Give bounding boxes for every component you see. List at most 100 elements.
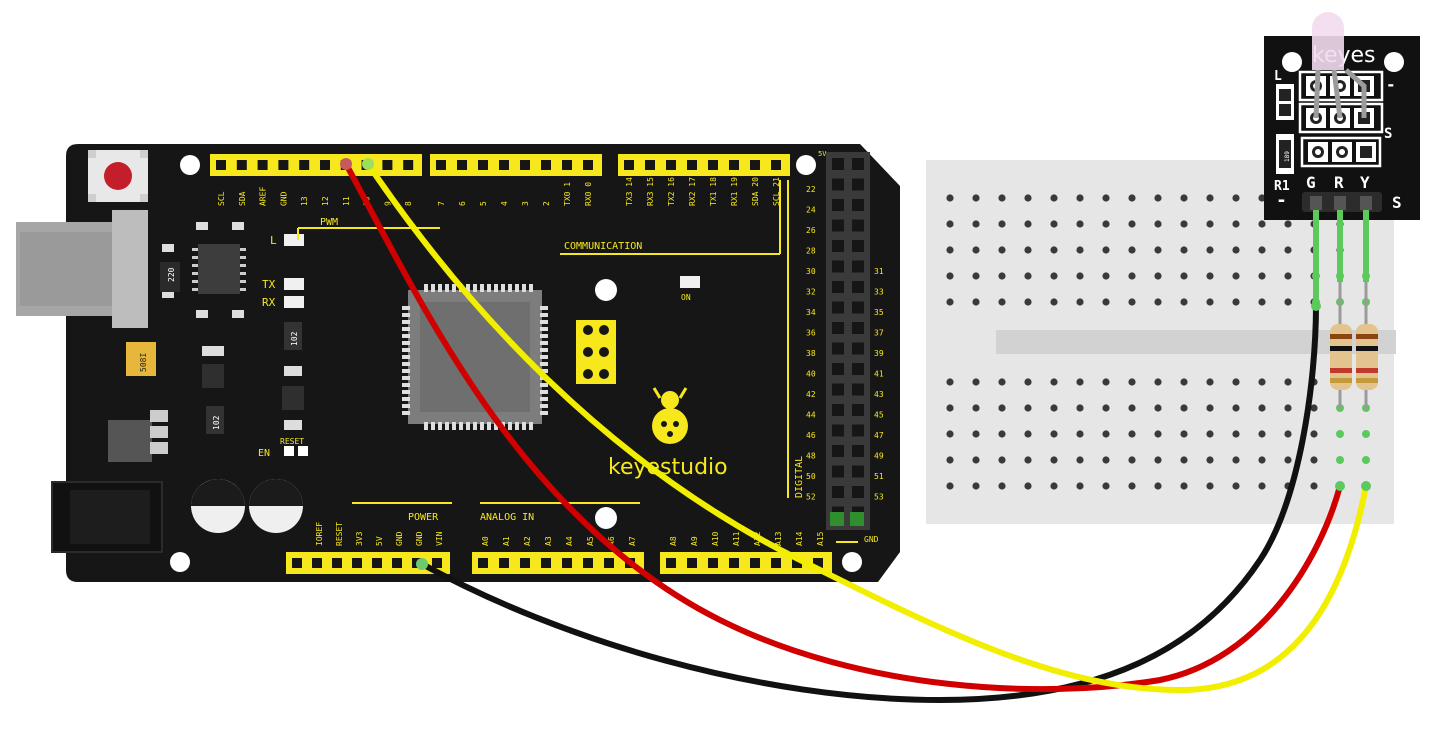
- breadboard-hole: [1024, 246, 1032, 254]
- mounting-hole: [595, 507, 617, 529]
- module-pin-r-label: R: [1334, 173, 1344, 192]
- pin-label: 3V3: [355, 531, 364, 546]
- breadboard-hole: [1258, 482, 1266, 490]
- breadboard-hole: [1180, 246, 1188, 254]
- mcu-pin: [540, 334, 548, 338]
- header-pin-socket: [852, 178, 864, 191]
- pin-label: A10: [711, 531, 720, 546]
- mcu-pin: [438, 422, 442, 430]
- breadboard-hole: [972, 220, 980, 228]
- header-pin-socket: [852, 219, 864, 232]
- mcu-pin: [494, 284, 498, 292]
- header-pin-socket: [392, 558, 402, 568]
- brand-logo: [652, 387, 688, 444]
- led-l: [284, 234, 304, 246]
- mcu-pin: [522, 284, 526, 292]
- chip-pin: [192, 248, 198, 251]
- mcu-pin: [445, 422, 449, 430]
- header-pin-socket: [436, 160, 446, 170]
- voltage-regulator: [108, 420, 152, 462]
- header-pin-socket: [478, 160, 488, 170]
- breadboard-hole-active: [1336, 456, 1344, 464]
- breadboard-hole: [1180, 298, 1188, 306]
- breadboard-hole: [1076, 298, 1084, 306]
- breadboard-resistors: [1330, 282, 1378, 410]
- mcu-pin: [424, 422, 428, 430]
- header-pin-socket: [813, 558, 823, 568]
- digital-pin-label: 36: [806, 329, 816, 338]
- chip-pin: [192, 264, 198, 267]
- breadboard-hole: [972, 298, 980, 306]
- header-pin-socket: [832, 199, 844, 211]
- pin-label: 13: [300, 196, 309, 206]
- digital-pin-label: 26: [806, 226, 816, 235]
- chip-pin: [240, 272, 246, 275]
- led-tx: [284, 278, 304, 290]
- mounting-hole: [170, 552, 190, 572]
- pin-label: RX3 15: [646, 177, 655, 206]
- header-top-communication: [618, 154, 790, 176]
- header-pin-socket: [352, 558, 362, 568]
- header-pin-socket: [499, 558, 509, 568]
- pin-label: 3: [521, 201, 530, 206]
- mcu-pin: [540, 355, 548, 359]
- pin-label: SDA 20: [751, 177, 760, 206]
- breadboard-hole: [1310, 456, 1318, 464]
- header-pin-socket: [729, 558, 739, 568]
- digital-pin-label: 22: [806, 185, 816, 194]
- breadboard-hole: [1128, 456, 1136, 464]
- breadboard-hole: [998, 456, 1006, 464]
- mcu-pin: [540, 306, 548, 310]
- mcu-pin: [402, 390, 410, 394]
- breadboard-hole: [1258, 404, 1266, 412]
- pin-label: SDA: [238, 191, 247, 206]
- module-minus-top-label: -: [1386, 75, 1396, 94]
- header-pin-socket: [832, 445, 844, 457]
- breadboard-hole: [1076, 194, 1084, 202]
- header-pin-socket: [852, 240, 864, 252]
- header-pin-socket: [666, 558, 676, 568]
- pin-label: 5V: [375, 536, 384, 546]
- mounting-hole: [842, 552, 862, 572]
- digital-pin-label: 37: [874, 329, 884, 338]
- mcu-pin: [540, 341, 548, 345]
- breadboard-hole: [1232, 482, 1240, 490]
- header-pin-socket: [852, 424, 864, 437]
- mcu-pin: [540, 320, 548, 324]
- header-pin-socket: [832, 178, 844, 191]
- breadboard-hole: [946, 404, 954, 412]
- breadboard-hole: [972, 430, 980, 438]
- mcu-pin: [402, 348, 410, 352]
- header-pin-socket: [562, 160, 572, 170]
- header-pin-socket: [257, 160, 268, 170]
- mcu-pin: [431, 422, 435, 430]
- pin-label: A7: [628, 536, 637, 546]
- led-on: [680, 276, 700, 288]
- breadboard-hole: [1024, 430, 1032, 438]
- header-pin-socket: [852, 199, 864, 211]
- breadboard-hole: [946, 482, 954, 490]
- breadboard-hole: [1076, 220, 1084, 228]
- breadboard-hole: [1232, 404, 1240, 412]
- digital-pin-label: 24: [806, 206, 816, 215]
- header-pin-socket: [852, 486, 864, 498]
- mcu-pin: [494, 422, 498, 430]
- header-pin-socket: [832, 424, 844, 437]
- breadboard-hole: [1024, 456, 1032, 464]
- breadboard-hole: [1076, 272, 1084, 280]
- header-pin-socket: [750, 558, 760, 568]
- breadboard-hole: [946, 430, 954, 438]
- header-pin-socket: [382, 160, 393, 170]
- pin-label: 4: [500, 201, 509, 206]
- breadboard-hole: [1232, 430, 1240, 438]
- header-pin-socket: [771, 558, 781, 568]
- breadboard-hole: [1154, 220, 1162, 228]
- breadboard-hole: [1258, 456, 1266, 464]
- breadboard-hole: [1128, 482, 1136, 490]
- mcu-pin: [540, 411, 548, 415]
- breadboard-hole: [1284, 378, 1292, 386]
- pin-label: 6: [458, 201, 467, 206]
- header-pin-socket: [216, 160, 226, 170]
- breadboard-hole: [1154, 482, 1162, 490]
- mounting-hole: [180, 155, 200, 175]
